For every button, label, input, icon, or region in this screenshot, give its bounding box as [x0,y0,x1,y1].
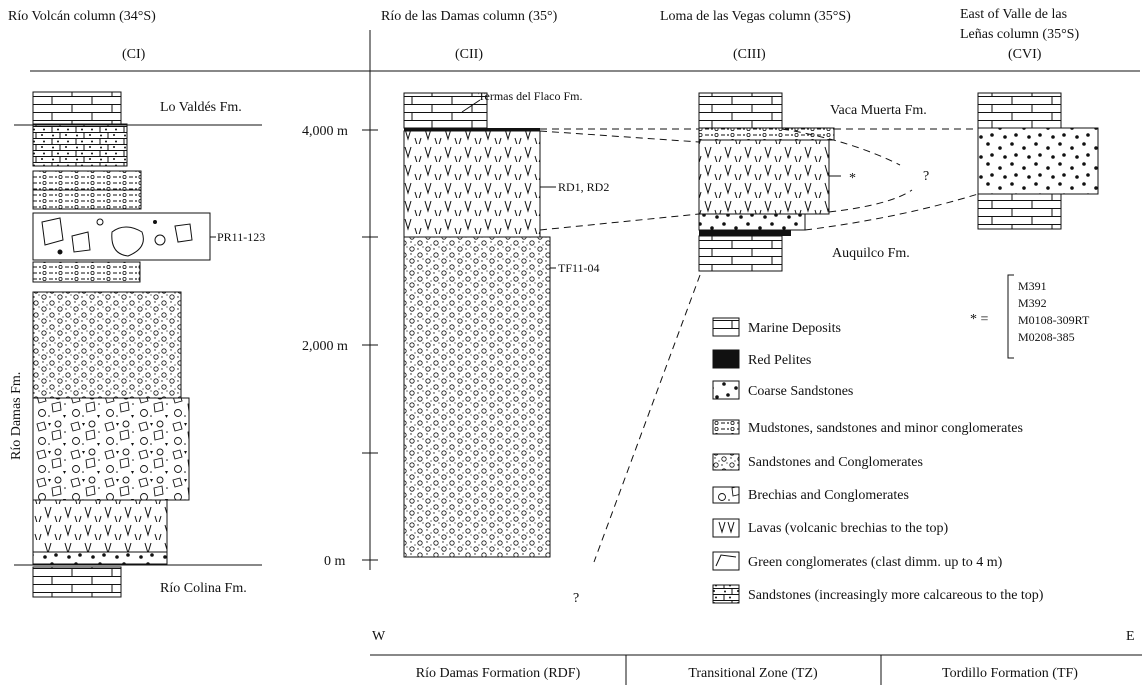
legend-label-redpel: Red Pelites [748,353,811,368]
legend-swatch-sandcong [712,453,740,471]
rio-colina-label: Río Colina Fm. [160,581,247,596]
legend-label-coarse: Coarse Sandstones [748,384,853,399]
ci-marine-base [32,566,122,598]
scale-bar: 4,000 m 2,000 m 0 m [302,124,378,569]
corr-lower-pinch [828,189,913,213]
sample-tf: TF11-04 [558,261,600,275]
rio-damas-fm-label: Río Damas Fm. [9,372,24,460]
column-ci: Lo Valdés Fm. Río Colina Fm. Río Damas F… [9,91,265,598]
corr-cvi-base [804,193,979,231]
legend-lava-v1 [718,521,726,534]
cii-sandstone-conglomerate [403,236,551,558]
star-sample-4: M0208-385 [1018,330,1075,344]
star-bracket [1007,274,1014,359]
column-headers: Río Volcán column (34°S) (CI) Río de las… [8,7,1079,62]
ciii-lava [698,139,830,215]
ciii-marine-base [698,235,783,272]
star-sample-list: * = M391 M392 M0108-309RT M0208-385 [970,274,1090,359]
ci-sandstone-conglomerate [32,291,182,399]
correlation-lines [539,128,979,563]
ciii-mudstone [698,127,835,141]
legend-swatch-sandcal [712,584,740,604]
ciii-coarse [698,213,806,231]
vaca-muerta-label: Vaca Muerta Fm. [830,103,927,118]
corr-lava-top [539,130,700,143]
cvi-marine-base [977,193,1062,230]
star-marker: * [849,171,856,186]
column-title-cvi-line1: East of Valle de las [960,7,1067,22]
west-label: W [372,629,386,644]
cii-marine-top [403,92,488,129]
star-sample-3: M0108-309RT [1018,313,1090,327]
column-title-cvi-line2: Leñas column (35°S) [960,27,1079,42]
ci-breccia [32,397,190,501]
star-sample-2: M392 [1018,296,1047,310]
corr-upper-pinch [781,128,901,166]
ciii-red-pelite [699,230,791,236]
column-title-ci: Río Volcán column (34°S) [8,9,156,24]
cvi-marine-top [977,92,1062,129]
ci-marine-top [32,91,122,125]
ci-green-clasts [41,217,193,257]
east-label: E [1126,629,1135,644]
cii-red-pelite [404,128,540,131]
legend-label-breccia: Brechias and Conglomerates [748,488,909,503]
auquilco-label: Auquilco Fm. [832,246,910,261]
cii-lava [403,130,541,238]
ci-calcareous-sandstone [32,123,128,167]
question-mark-bottom: ? [573,591,579,606]
zone-tf: Tordillo Formation (TF) [942,666,1078,681]
column-code-ci: (CI) [122,47,146,62]
column-code-cvi: (CVI) [1008,47,1042,62]
column-cvi [977,92,1099,230]
tick-label-0: 0 m [324,554,346,569]
termas-label: Termas del Flaco Fm. [478,89,582,103]
column-ciii: Vaca Muerta Fm. Auquilco Fm. * [698,92,927,272]
column-code-cii: (CII) [455,47,483,62]
question-mark-right: ? [923,169,929,184]
termas-leader [461,99,481,113]
legend-swatch-lava [712,518,740,538]
corr-lower-dashed [593,274,701,563]
legend-swatch-marine [712,317,740,337]
ci-lava [32,499,168,553]
ci-mudstone-2 [32,261,141,283]
zone-rdf: Río Damas Formation (RDF) [416,666,581,681]
legend-label-sandcal: Sandstones (increasingly more calcareous… [748,588,1044,603]
footer: W E Río Damas Formation (RDF) Transition… [370,629,1142,685]
legend: Marine Deposits Red Pelites Coarse Sands… [712,317,1044,604]
sample-rd: RD1, RD2 [558,180,609,194]
legend-green-clast [715,554,737,567]
tick-label-2000: 2,000 m [302,339,348,354]
column-cii: Termas del Flaco Fm. RD1, RD2 TF11-04 [403,89,609,558]
lo-valdes-label: Lo Valdés Fm. [160,100,242,115]
legend-swatch-breccia [712,486,740,504]
column-title-cii: Río de las Damas column (35°) [381,9,558,24]
legend-label-lava: Lavas (volcanic brechias to the top) [748,521,949,536]
legend-swatch-green [712,551,740,571]
cvi-coarse [977,127,1099,195]
star-sample-1: M391 [1018,279,1047,293]
legend-label-marine: Marine Deposits [748,321,841,336]
star-equals: * = [970,312,989,327]
legend-label-green: Green conglomerates (clast dimm. up to 4… [748,555,1003,570]
corr-lava-base [539,213,700,231]
sample-pr11-123: PR11-123 [217,230,265,244]
column-title-ciii: Loma de las Vegas column (35°S) [660,9,851,24]
ciii-marine-top [698,92,783,129]
legend-swatch-redpel [712,349,740,369]
zone-tz: Transitional Zone (TZ) [688,666,818,681]
tick-label-4000: 4,000 m [302,124,348,139]
legend-swatch-mud [712,419,740,435]
legend-swatch-coarse [712,380,740,400]
column-code-ciii: (CIII) [733,47,766,62]
ci-coarse-base [32,551,168,565]
legend-lava-v2 [727,521,735,534]
legend-label-sandcong: Sandstones and Conglomerates [748,455,923,470]
legend-label-mud: Mudstones, sandstones and minor conglome… [748,421,1023,436]
